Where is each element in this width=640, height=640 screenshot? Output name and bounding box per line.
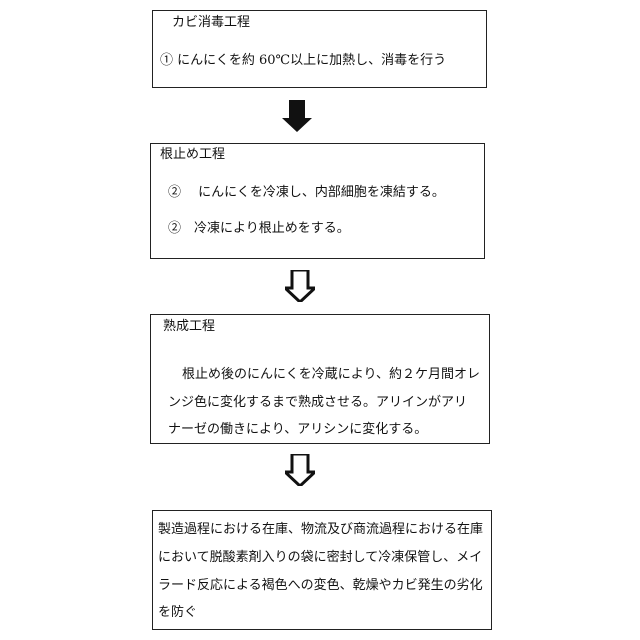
step-title-disinfection: カビ消毒工程	[172, 15, 250, 31]
step-text-line: ② にんにくを冷凍し、内部細胞を凍結する。	[168, 185, 445, 201]
down-arrow-icon	[282, 100, 312, 132]
step-text-line: を防ぐ	[158, 605, 197, 621]
step-text-line: ② 冷凍により根止めをする。	[168, 221, 350, 237]
step-text-line: において脱酸素剤入りの袋に密封して冷凍保管し、メイ	[158, 550, 482, 566]
step-text-line: 根止め後のにんにくを冷蔵により、約２ケ月間オレ	[182, 367, 480, 383]
step-text-line: ナーゼの働きにより、アリシンに変化する。	[168, 422, 427, 438]
step-title-aging: 熟成工程	[163, 319, 215, 335]
down-arrow-icon	[285, 270, 315, 302]
step-text-line: ラード反応による褐色への変色、乾燥やカビ発生の劣化	[158, 578, 483, 594]
down-arrow-icon	[285, 454, 315, 486]
step-text-line: 製造過程における在庫、物流及び商流過程における在庫	[158, 522, 483, 538]
step-text-line: ンジ色に変化するまで熟成させる。アリインがアリ	[168, 395, 467, 411]
step-title-root-stop: 根止め工程	[160, 147, 225, 163]
step-text-line: ① にんにくを約 60℃以上に加熱し、消毒を行う	[160, 53, 446, 69]
